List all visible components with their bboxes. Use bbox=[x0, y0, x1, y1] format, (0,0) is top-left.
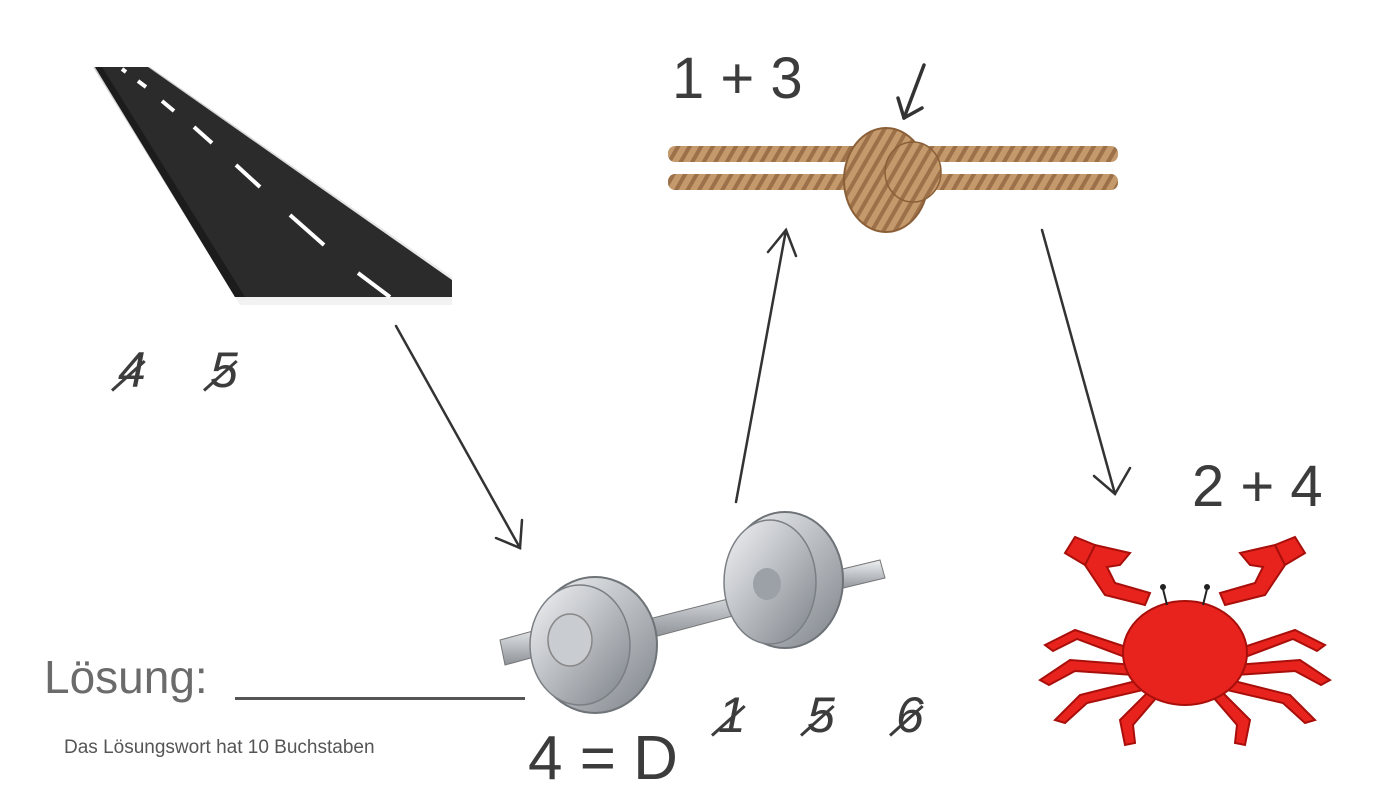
arrow-road-to-dumbbell bbox=[394, 324, 522, 550]
rope-knot-image bbox=[668, 127, 1118, 233]
crab-image bbox=[1038, 535, 1332, 747]
dumbbell-image bbox=[499, 511, 886, 714]
road-image bbox=[93, 67, 452, 305]
crab-label: 2 + 4 bbox=[1192, 454, 1323, 519]
knot-pointer-arrow bbox=[896, 63, 926, 120]
solution-label: Lösung: bbox=[44, 651, 208, 703]
road-crossed-number-5: 5 bbox=[202, 345, 250, 400]
solution-hint: Das Lösungswort hat 10 Buchstaben bbox=[64, 737, 375, 758]
dumbbell-equation: 4 = D bbox=[528, 724, 678, 793]
rope-label: 1 + 3 bbox=[672, 46, 803, 111]
arrow-dumbbell-to-rope bbox=[734, 228, 788, 504]
dumbbell-crossed-number-1: 1 bbox=[710, 690, 758, 745]
solution-answer-line[interactable] bbox=[235, 697, 525, 700]
road-crossed-number-4: 4 bbox=[110, 345, 158, 400]
dumbbell-crossed-number-5: 5 bbox=[799, 690, 847, 745]
dumbbell-crossed-number-6: 6 bbox=[888, 690, 936, 745]
arrow-rope-to-crab bbox=[1040, 228, 1117, 496]
